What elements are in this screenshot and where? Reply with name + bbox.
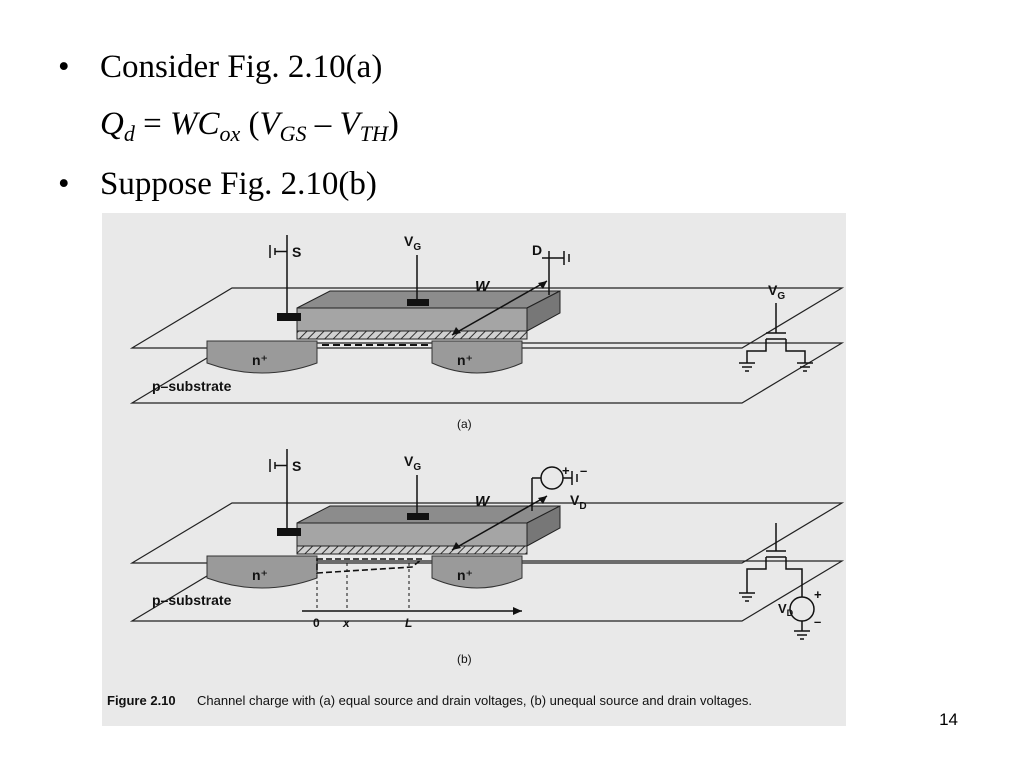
charge-equation: Qd = WCox (VGS – VTH) [100, 104, 399, 154]
eq-equals: = [134, 106, 170, 142]
svg-text:VG: VG [768, 282, 785, 302]
figure-2-10: S VG D W n⁺ n⁺ p–substrate (a) VG [102, 213, 846, 726]
eq-vgs-sub: GS [279, 121, 307, 146]
n-plus-right-region [431, 340, 523, 374]
nmos-symbol-a: VG [739, 282, 813, 372]
page-number: 14 [939, 710, 958, 729]
eq-vgs: V [259, 106, 280, 142]
bullet-item-consider: • Consider Fig. 2.10(a) [58, 48, 382, 86]
eq-close-paren: ) [387, 106, 399, 142]
label-nplus-left-b: n⁺ [252, 567, 268, 583]
substrate-plane-bottom [129, 342, 845, 404]
bullet-text: Suppose Fig. 2.10(b) [100, 166, 377, 202]
label-substrate-b: p–substrate [152, 592, 232, 608]
vd-minus-sign: – [580, 463, 587, 478]
n-plus-right-region-b [431, 555, 523, 589]
svg-text:VD: VD [778, 601, 794, 618]
source-contact [277, 313, 301, 321]
width-arrow [451, 280, 548, 336]
label-s-b: S [292, 458, 301, 474]
svg-text:–: – [814, 614, 821, 629]
caption-text: Channel charge with (a) equal source and… [197, 693, 752, 708]
gate-contact [407, 299, 429, 306]
svg-text:+: + [814, 587, 822, 602]
channel-charge-b [316, 558, 425, 574]
n-plus-left-region [206, 340, 318, 374]
source-contact-b [277, 528, 301, 536]
eq-minus: – [306, 106, 340, 142]
eq-vth-sub: TH [359, 121, 388, 146]
label-vd-b: VD [570, 492, 587, 512]
bullet-item-suppose: • Suppose Fig. 2.10(b) [58, 165, 377, 203]
eq-q: Q [100, 106, 124, 142]
bullet-text: Consider Fig. 2.10(a) [100, 49, 383, 85]
label-nplus-right-a: n⁺ [457, 352, 473, 368]
axis-L: L [405, 616, 412, 630]
bullet-symbol: • [58, 166, 70, 202]
gate-side [526, 290, 561, 332]
bullet-symbol: • [58, 49, 70, 85]
label-substrate-a: p–substrate [152, 378, 232, 394]
axis-0: 0 [313, 616, 320, 630]
label-w-a: W [475, 278, 491, 295]
eq-vth: V [339, 106, 360, 142]
eq-wc: WC [169, 106, 220, 142]
n-plus-left-region-b [206, 555, 318, 589]
eq-open-paren: ( [240, 106, 260, 142]
label-vg-a: VG [404, 233, 421, 253]
mosfet-diagram: S VG D W n⁺ n⁺ p–substrate (a) VG [107, 233, 845, 708]
figure-caption: Figure 2.10 Channel charge with (a) equa… [107, 693, 752, 708]
label-s-a: S [292, 244, 301, 260]
axis-x: x [342, 616, 351, 630]
label-nplus-right-b: n⁺ [457, 567, 473, 583]
substrate-plane-bottom-b [129, 560, 845, 622]
label-w-b: W [475, 493, 491, 510]
label-subfig-b: (b) [457, 652, 472, 666]
gate-oxide-b [296, 545, 528, 555]
gate-contact-b [407, 513, 429, 520]
label-vg-b: VG [404, 453, 421, 473]
label-d-a: D [532, 242, 542, 258]
eq-q-sub: d [123, 121, 135, 146]
panel-b: S VG + – VD W n⁺ n⁺ p–substrate 0 x L (b… [129, 449, 845, 666]
substrate-plane-top [129, 287, 845, 349]
gate-oxide [296, 330, 528, 340]
nmos-symbol-b: + – VD [739, 523, 822, 640]
panel-a: S VG D W n⁺ n⁺ p–substrate (a) VG [129, 233, 845, 431]
substrate-plane-top-b [129, 502, 845, 564]
gate-side-b [526, 505, 561, 547]
label-nplus-left-a: n⁺ [252, 352, 268, 368]
eq-wc-sub: ox [219, 121, 241, 146]
vd-plus-sign: + [562, 463, 570, 478]
vd-source-circle [540, 466, 564, 490]
label-subfig-a: (a) [457, 417, 472, 431]
caption-title: Figure 2.10 [107, 693, 176, 708]
